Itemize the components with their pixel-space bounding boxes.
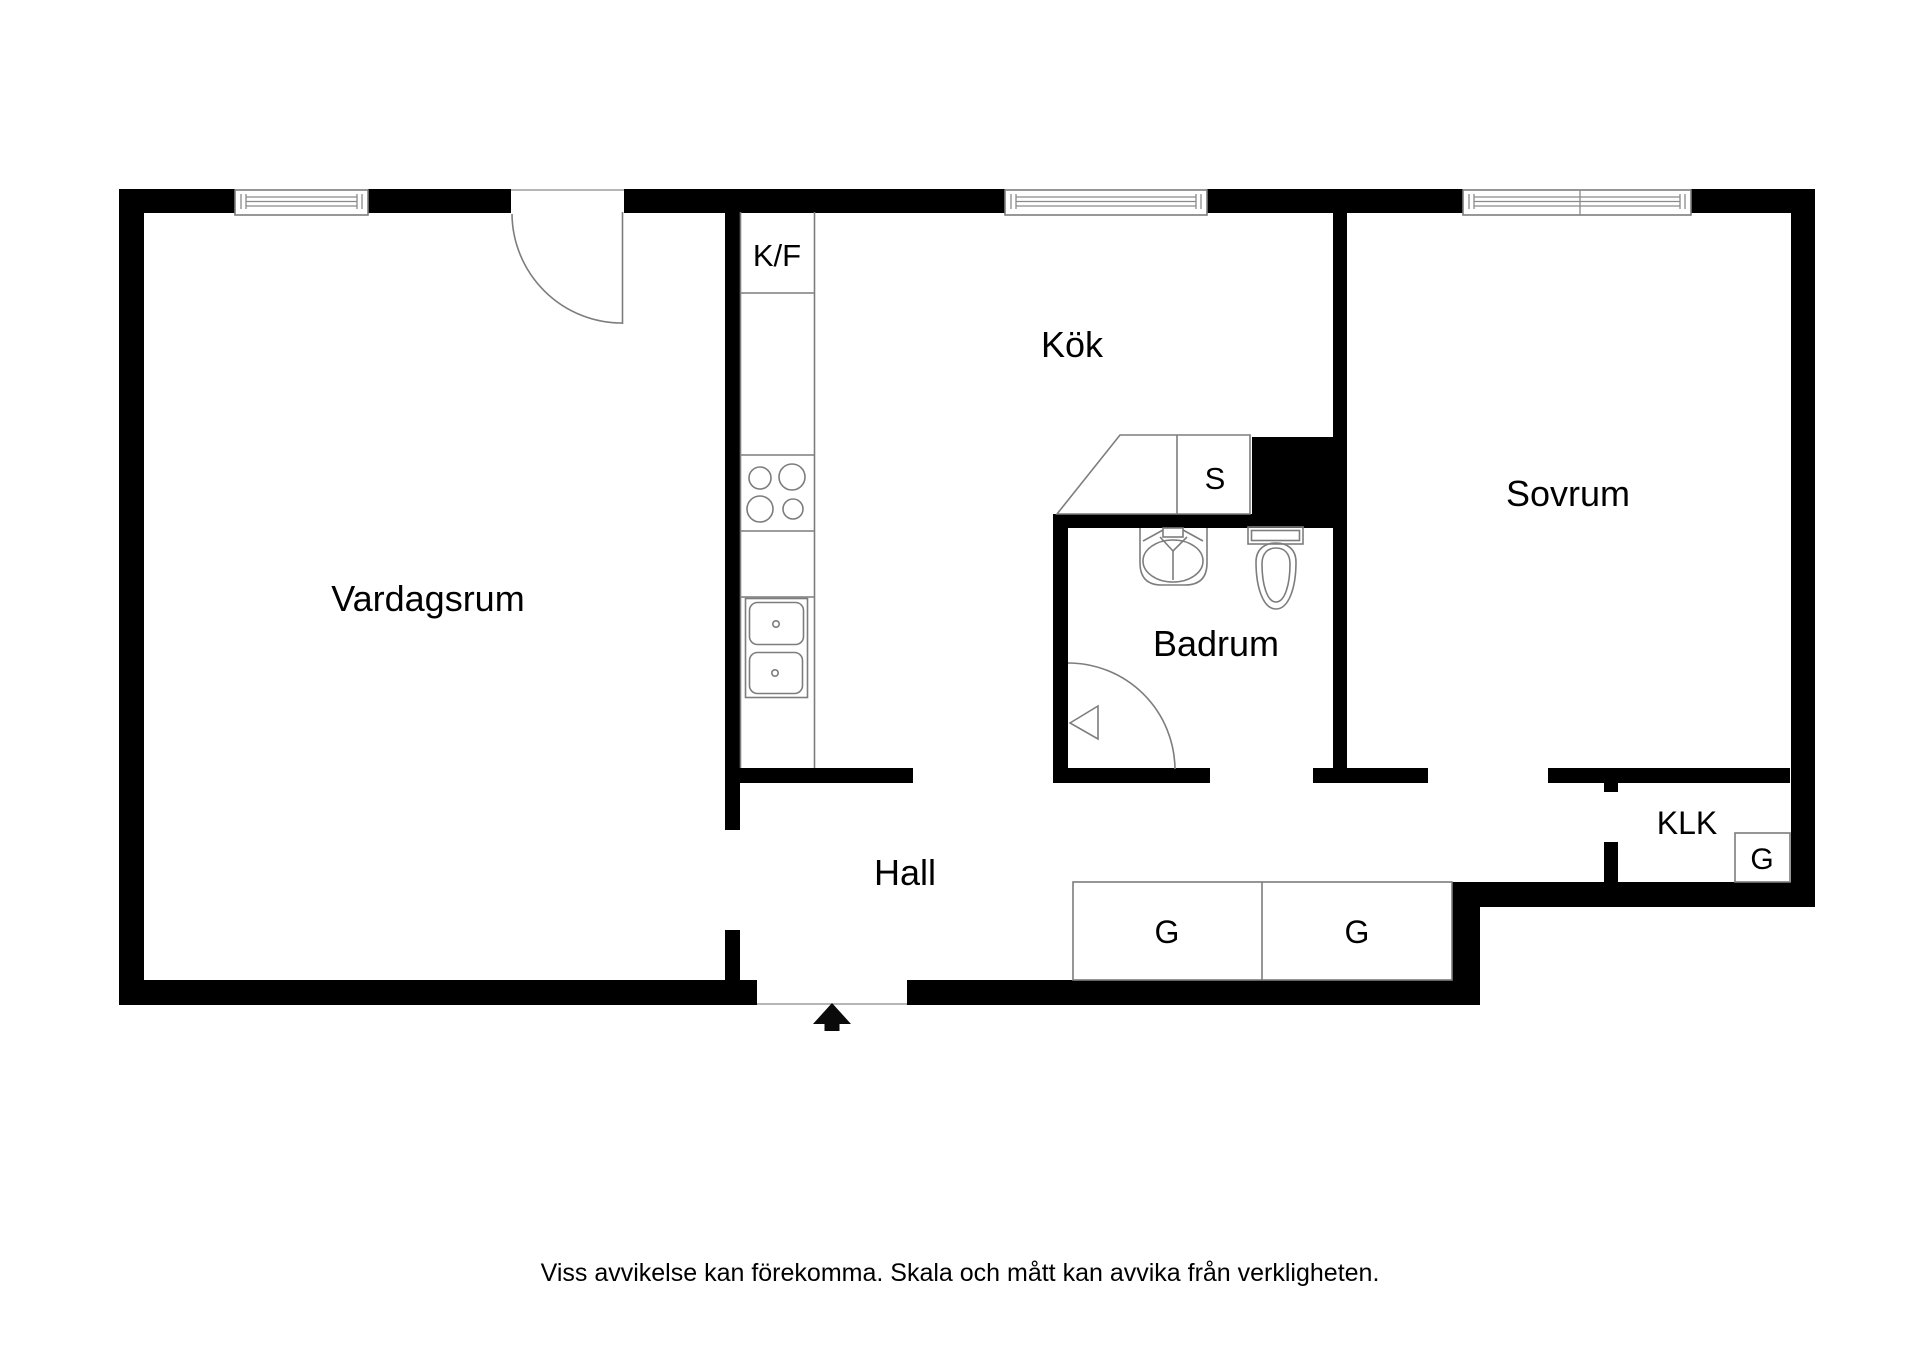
room-label-vardagsrum: Vardagsrum bbox=[331, 578, 524, 619]
fixture-label-g1: G bbox=[1155, 914, 1180, 950]
wall-bathroom-bottom-1 bbox=[1053, 768, 1210, 783]
wall-klk-stub-bottom bbox=[1604, 842, 1618, 884]
washbasin-icon bbox=[1139, 527, 1208, 586]
disclaimer-text: Viss avvikelse kan förekomma. Skala och … bbox=[541, 1259, 1380, 1287]
wall-top-2 bbox=[368, 189, 511, 213]
wall-kitchen-bedroom bbox=[1333, 212, 1347, 437]
room-label-kok: Kök bbox=[1041, 324, 1104, 365]
sink-icon bbox=[744, 597, 809, 699]
door-swing-icon-bathroom bbox=[1067, 662, 1176, 770]
entry-arrow-icon bbox=[813, 1003, 851, 1031]
toilet-icon bbox=[1247, 526, 1304, 610]
wall-top-3 bbox=[624, 189, 1005, 213]
wall-bathroom-left bbox=[1053, 514, 1068, 783]
wall-right bbox=[1791, 189, 1815, 907]
fixture-label-g3: G bbox=[1750, 843, 1773, 876]
windows bbox=[234, 189, 1692, 216]
wall-top-4 bbox=[1207, 189, 1463, 213]
fixture-label-kf: K/F bbox=[753, 238, 801, 273]
room-label-klk: KLK bbox=[1657, 805, 1717, 841]
s-closet bbox=[1055, 434, 1251, 515]
wall-kitchen-bottom bbox=[725, 768, 913, 783]
wardrobe-klk-box bbox=[1734, 832, 1791, 883]
wall-livingroom-hall-stub bbox=[725, 930, 740, 980]
wall-bottom-mid bbox=[907, 980, 1480, 1005]
wall-bathroom-right bbox=[1333, 514, 1347, 768]
fixture-label-s: S bbox=[1205, 461, 1226, 496]
wall-bathroom-bottom-2 bbox=[1313, 768, 1428, 783]
room-label-hall: Hall bbox=[874, 852, 936, 893]
wall-bottom-left bbox=[119, 980, 757, 1005]
door-swing-icon-livingroom bbox=[511, 189, 624, 324]
wardrobes bbox=[1072, 832, 1791, 981]
wall-bathroom-top bbox=[1053, 514, 1347, 528]
room-label-sovrum: Sovrum bbox=[1506, 473, 1630, 514]
doors bbox=[511, 189, 1176, 1031]
room-label-badrum: Badrum bbox=[1153, 623, 1279, 664]
walls bbox=[119, 189, 1815, 1005]
stove-icon bbox=[746, 463, 806, 523]
wall-bedroom-bottom bbox=[1548, 768, 1790, 783]
wall-left bbox=[119, 189, 144, 1005]
window-icon-livingroom bbox=[234, 189, 369, 216]
window-icon-kitchen bbox=[1004, 189, 1208, 216]
wall-bottom-right bbox=[1452, 882, 1815, 907]
kitchen-unit bbox=[739, 212, 816, 768]
shaft-block bbox=[1252, 437, 1347, 515]
wall-klk-stub-top bbox=[1604, 783, 1618, 792]
entry-door bbox=[757, 1003, 907, 1031]
bathroom-fixtures bbox=[1139, 526, 1304, 610]
wall-livingroom-kitchen bbox=[725, 212, 740, 830]
window-icon-bedroom bbox=[1462, 189, 1692, 216]
fixture-label-g2: G bbox=[1345, 914, 1370, 950]
